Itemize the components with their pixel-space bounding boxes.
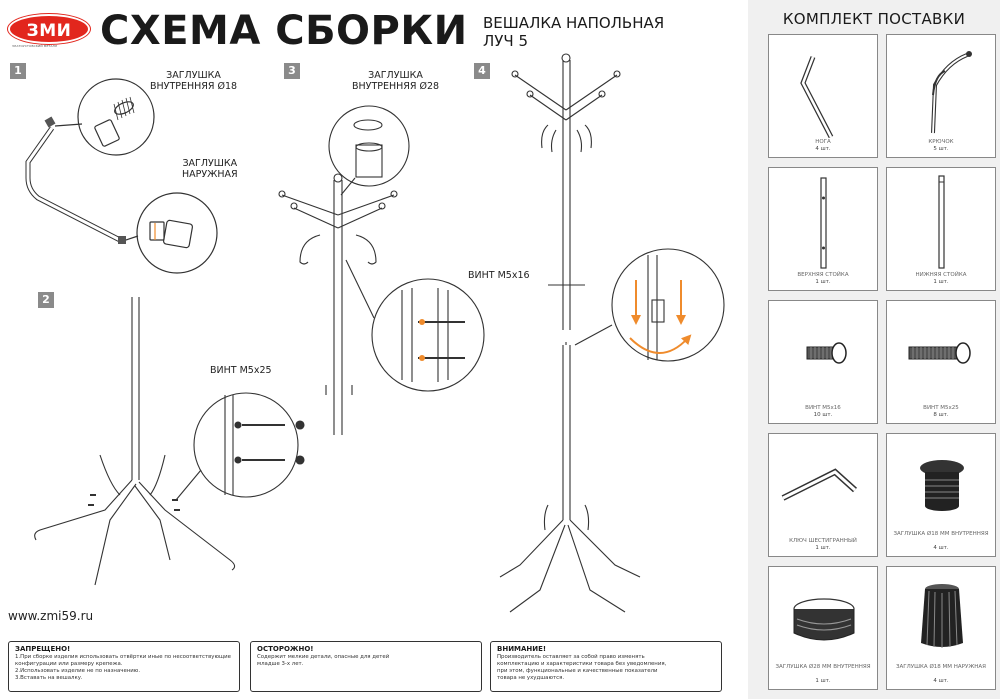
kit-item-qty: 10 шт. xyxy=(813,412,833,418)
kit-item-name: НИЖНЯЯ СТОЙКА xyxy=(915,272,967,278)
plug-inner-28-icon xyxy=(793,598,855,641)
kit-item-name: ВЕРХНЯЯ СТОЙКА xyxy=(797,272,849,278)
kit-item-plug-inner-18: ЗАГЛУШКА Ø18 ММ ВНУТРЕННЯЯ 4 шт. xyxy=(886,433,996,557)
callout-line: ВНУТРЕННЯЯ Ø28 xyxy=(352,81,440,92)
kit-item-qty: 4 шт. xyxy=(933,545,949,551)
upper-post-icon xyxy=(820,177,827,269)
kit-item-qty: 4 шт. xyxy=(815,146,831,152)
kit-item-qty: 5 шт. xyxy=(933,146,949,152)
kit-item-hook: КРЮЧОК 5 шт. xyxy=(886,34,996,158)
product-name: ВЕШАЛКА НАПОЛЬНАЯ xyxy=(483,14,665,32)
logo-text: ЗМИ xyxy=(8,14,90,44)
notice-title: ВНИМАНИЕ! xyxy=(497,645,547,653)
step-4-badge: 4 xyxy=(474,63,490,79)
notice-title: ЗАПРЕЩЕНО! xyxy=(15,645,71,653)
notice-line: 3.Вставать на вешалку. xyxy=(15,675,83,681)
leg-icon xyxy=(800,56,834,139)
callout-line: НАРУЖНАЯ xyxy=(182,169,238,180)
notice-line: конфигурации или размеру крепежа. xyxy=(15,661,123,667)
kit-title: КОМПЛЕКТ ПОСТАВКИ xyxy=(782,10,966,28)
hook-icon xyxy=(931,51,972,134)
callout-screw-m5x25: ВИНТ М5х25 xyxy=(210,365,272,376)
notice-caution: ОСТОРОЖНО! Содержит мелкие детали, опасн… xyxy=(250,641,482,692)
callout-plug-inner-28: ЗАГЛУШКА ВНУТРЕННЯЯ Ø28 xyxy=(352,70,439,92)
kit-item-qty: 4 шт. xyxy=(933,678,949,684)
hex-key-icon xyxy=(781,468,858,501)
page-title: СХЕМА СБОРКИ xyxy=(100,8,468,54)
step-1-leg-drawing xyxy=(25,78,218,274)
kit-item-name: КЛЮЧ ШЕСТИГРАННЫЙ xyxy=(789,538,857,544)
kit-item-qty: 1 шт. xyxy=(815,545,831,551)
step-3-upper-drawing xyxy=(278,105,485,435)
kit-item-qty: 8 шт. xyxy=(933,412,949,418)
callout-line: ЗАГЛУШКА xyxy=(166,70,221,81)
plug-inner-18-icon xyxy=(920,460,964,511)
notice-title: ОСТОРОЖНО! xyxy=(257,645,314,653)
callout-plug-outer: ЗАГЛУШКА НАРУЖНАЯ xyxy=(182,158,238,180)
notice-line: младше 3-х лет. xyxy=(257,661,304,667)
step-3-badge: 3 xyxy=(284,63,300,79)
step-2-base-drawing xyxy=(34,297,305,586)
notice-forbidden: ЗАПРЕЩЕНО! 1.При сборке изделия использо… xyxy=(8,641,240,692)
notice-line: Содержит мелкие детали, опасные для дете… xyxy=(257,654,390,660)
kit-item-qty: 1 шт. xyxy=(815,279,831,285)
kit-item-leg: НОГА 4 шт. xyxy=(768,34,878,158)
notice-line: 1.При сборке изделия использовать отвёрт… xyxy=(15,654,231,660)
kit-item-name: КРЮЧОК xyxy=(928,139,954,145)
notice-line: 2.Использовать изделие не по назначению. xyxy=(15,668,141,674)
kit-item-qty: 1 шт. xyxy=(815,678,831,684)
kit-item-hex-key: КЛЮЧ ШЕСТИГРАННЫЙ 1 шт. xyxy=(768,433,878,557)
callout-line: ЗАГЛУШКА xyxy=(182,158,238,169)
callout-screw-m5x16: ВИНТ М5х16 xyxy=(468,270,530,281)
callout-plug-inner-18: ЗАГЛУШКА ВНУТРЕННЯЯ Ø18 xyxy=(150,70,237,92)
brand-logo: ЗМИ ЗЛАТОУСТОВСКИЙ МЕТАЛЛ xyxy=(8,14,90,48)
callout-line: ЗАГЛУШКА xyxy=(368,70,423,81)
notice-line: при этом, функциональные и качественные … xyxy=(497,668,658,674)
kit-item-name: ЗАГЛУШКА Ø18 ММ ВНУТРЕННЯЯ xyxy=(893,531,989,537)
step-1-badge: 1 xyxy=(10,63,26,79)
kit-panel: КОМПЛЕКТ ПОСТАВКИ НОГА 4 шт. КРЮЧОК 5 шт… xyxy=(748,0,1000,699)
kit-item-qty: 1 шт. xyxy=(933,279,949,285)
kit-item-name: ВИНТ М5х25 xyxy=(923,405,959,411)
screw-short-icon xyxy=(806,342,847,364)
product-model: ЛУЧ 5 xyxy=(483,32,529,50)
kit-item-name: НОГА xyxy=(815,139,831,145)
kit-item-name: ЗАГЛУШКА Ø28 ММ ВНУТРЕННЯЯ xyxy=(775,664,871,670)
kit-item-screw-m5x16: ВИНТ М5х16 10 шт. xyxy=(768,300,878,424)
website-link[interactable]: www.zmi59.ru xyxy=(8,609,94,623)
notice-attention: ВНИМАНИЕ! Производитель оставляет за соб… xyxy=(490,641,722,692)
notice-line: товара не ухудшаются. xyxy=(497,675,565,681)
callout-line: ВНУТРЕННЯЯ Ø18 xyxy=(150,81,238,92)
lower-post-icon xyxy=(938,175,945,269)
notice-line: комплектацию и характеристики товара без… xyxy=(497,661,667,667)
screw-long-icon xyxy=(908,342,971,364)
kit-item-upper-post: ВЕРХНЯЯ СТОЙКА 1 шт. xyxy=(768,167,878,291)
notice-line: Производитель оставляет за собой право и… xyxy=(497,654,645,660)
product-title: ВЕШАЛКА НАПОЛЬНАЯ ЛУЧ 5 xyxy=(483,14,664,50)
kit-item-name: ВИНТ М5х16 xyxy=(805,405,841,411)
plug-outer-18-icon xyxy=(921,584,963,648)
step-2-badge: 2 xyxy=(38,292,54,308)
kit-item-lower-post: НИЖНЯЯ СТОЙКА 1 шт. xyxy=(886,167,996,291)
kit-item-name: ЗАГЛУШКА Ø18 ММ НАРУЖНАЯ xyxy=(896,664,986,670)
kit-item-screw-m5x25: ВИНТ М5х25 8 шт. xyxy=(886,300,996,424)
kit-item-plug-outer-18: ЗАГЛУШКА Ø18 ММ НАРУЖНАЯ 4 шт. xyxy=(886,566,996,690)
kit-item-plug-inner-28: ЗАГЛУШКА Ø28 ММ ВНУТРЕННЯЯ 1 шт. xyxy=(768,566,878,690)
logo-tagline: ЗЛАТОУСТОВСКИЙ МЕТАЛЛ xyxy=(12,44,58,48)
step-4-stand-drawing xyxy=(499,53,725,613)
assembly-drawing xyxy=(25,53,725,613)
